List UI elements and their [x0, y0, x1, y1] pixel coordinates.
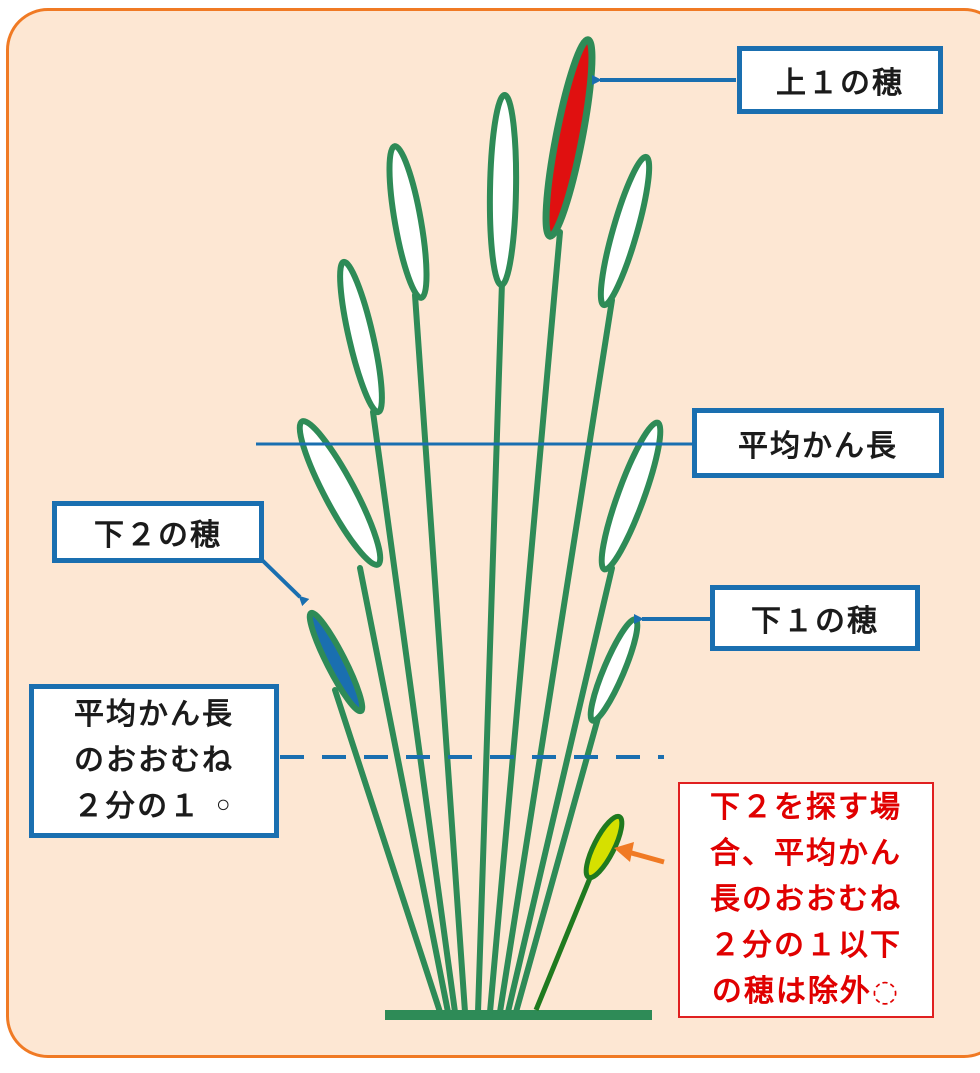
- stem: [505, 565, 615, 1015]
- stem: [475, 279, 505, 1015]
- lower-two-arrow: [260, 558, 310, 607]
- stem: [332, 687, 443, 1015]
- exclusion-note-line: 長のおおむね: [710, 882, 902, 917]
- lower-two-ear: [306, 609, 366, 715]
- exclusion-note: 下２を探す場 合、平均かん 長のおおむね ２分の１以下 の穂は除外◌: [678, 782, 934, 1018]
- exclusion-note-line: ２分の１以下: [710, 928, 902, 963]
- lower-two-ear-label-text: 下２の穂: [94, 518, 222, 553]
- lower-one-ear-label-text: 下１の穂: [751, 604, 879, 639]
- upper-one-ear: [542, 36, 596, 240]
- average-stem-length-label: 平均かん長: [692, 408, 944, 478]
- ear: [486, 92, 520, 288]
- exclusion-note-line: 合、平均かん: [710, 836, 902, 871]
- ear: [597, 153, 653, 309]
- excluded-stem: [533, 877, 593, 1011]
- half-average-note-line: のおおむね: [74, 743, 234, 778]
- average-stem-length-label-text: 平均かん長: [738, 429, 898, 464]
- stem: [357, 565, 451, 1015]
- ear: [386, 143, 430, 301]
- ear: [296, 418, 384, 568]
- half-average-note-line: ２分の１ ◦: [73, 789, 235, 824]
- upper-one-ear-label-text: 上１の穂: [776, 66, 904, 101]
- ear: [598, 419, 664, 573]
- stem: [487, 229, 563, 1015]
- ear: [587, 616, 641, 724]
- upper-one-ear-label: 上１の穂: [737, 46, 943, 114]
- stem: [513, 715, 601, 1015]
- exclusion-arrow: [614, 842, 665, 865]
- lower-two-ear-label: 下２の穂: [52, 501, 264, 563]
- half-average-note: 平均かん長 のおおむね ２分の１ ◦: [29, 684, 279, 838]
- stem: [412, 292, 468, 1015]
- stems: [332, 229, 615, 1015]
- half-average-note-line: 平均かん長: [74, 697, 234, 732]
- exclusion-note-line: の穂は除外◌: [711, 974, 901, 1009]
- excluded-ear: [583, 813, 625, 881]
- lower-one-ear-label: 下１の穂: [710, 585, 920, 651]
- stem: [497, 297, 615, 1015]
- exclusion-note-line: 下２を探す場: [710, 790, 902, 825]
- stem: [370, 409, 458, 1015]
- ears: [296, 92, 664, 724]
- ear: [337, 258, 385, 416]
